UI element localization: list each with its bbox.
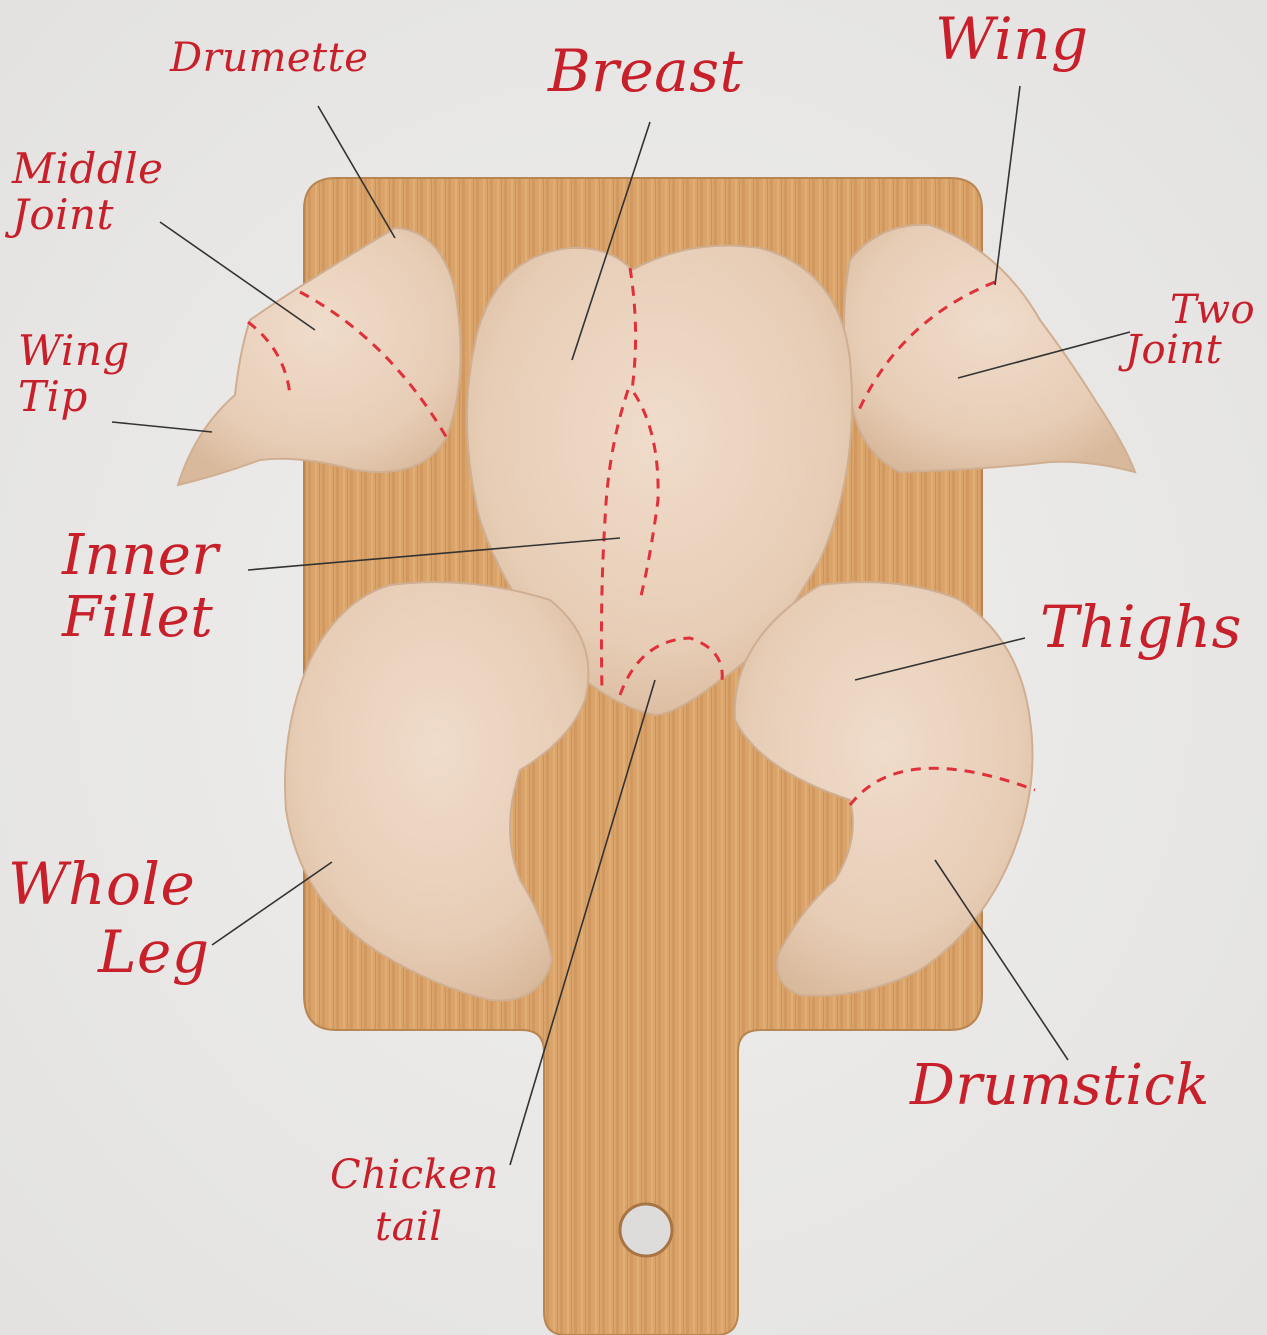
label-middle-joint: Middle Joint [12,148,164,236]
label-drumstick: Drumstick [910,1058,1210,1114]
label-wing-tip: Wing Tip [18,330,130,418]
label-two-joint-line-2: Joint [1125,330,1255,370]
board-hole [620,1204,672,1256]
label-whole-leg-line-1: Whole [8,855,209,913]
label-middle-joint-line-1: Middle [12,148,164,190]
label-inner-fillet-line-2: Fillet [62,590,219,646]
label-wing-tip-line-2: Tip [18,376,130,418]
label-whole-leg-line-2: Leg [8,923,209,981]
label-wing-tip-line-1: Wing [18,330,130,372]
label-wing: Wing [935,10,1089,68]
label-chicken-tail-line-1: Chicken [330,1155,499,1195]
label-two-joint-line-1: Two [1125,290,1255,330]
label-whole-leg: Whole Leg [8,855,209,981]
label-breast: Breast [548,42,743,100]
label-middle-joint-line-2: Joint [12,194,164,236]
label-drumette: Drumette [170,38,368,78]
label-thighs: Thighs [1040,598,1242,656]
label-chicken-tail-line-2: tail [330,1207,499,1247]
label-inner-fillet: Inner Fillet [62,528,219,646]
label-inner-fillet-line-1: Inner [62,528,219,584]
label-chicken-tail: Chicken tail [330,1155,499,1247]
label-two-joint: Two Joint [1125,290,1255,370]
